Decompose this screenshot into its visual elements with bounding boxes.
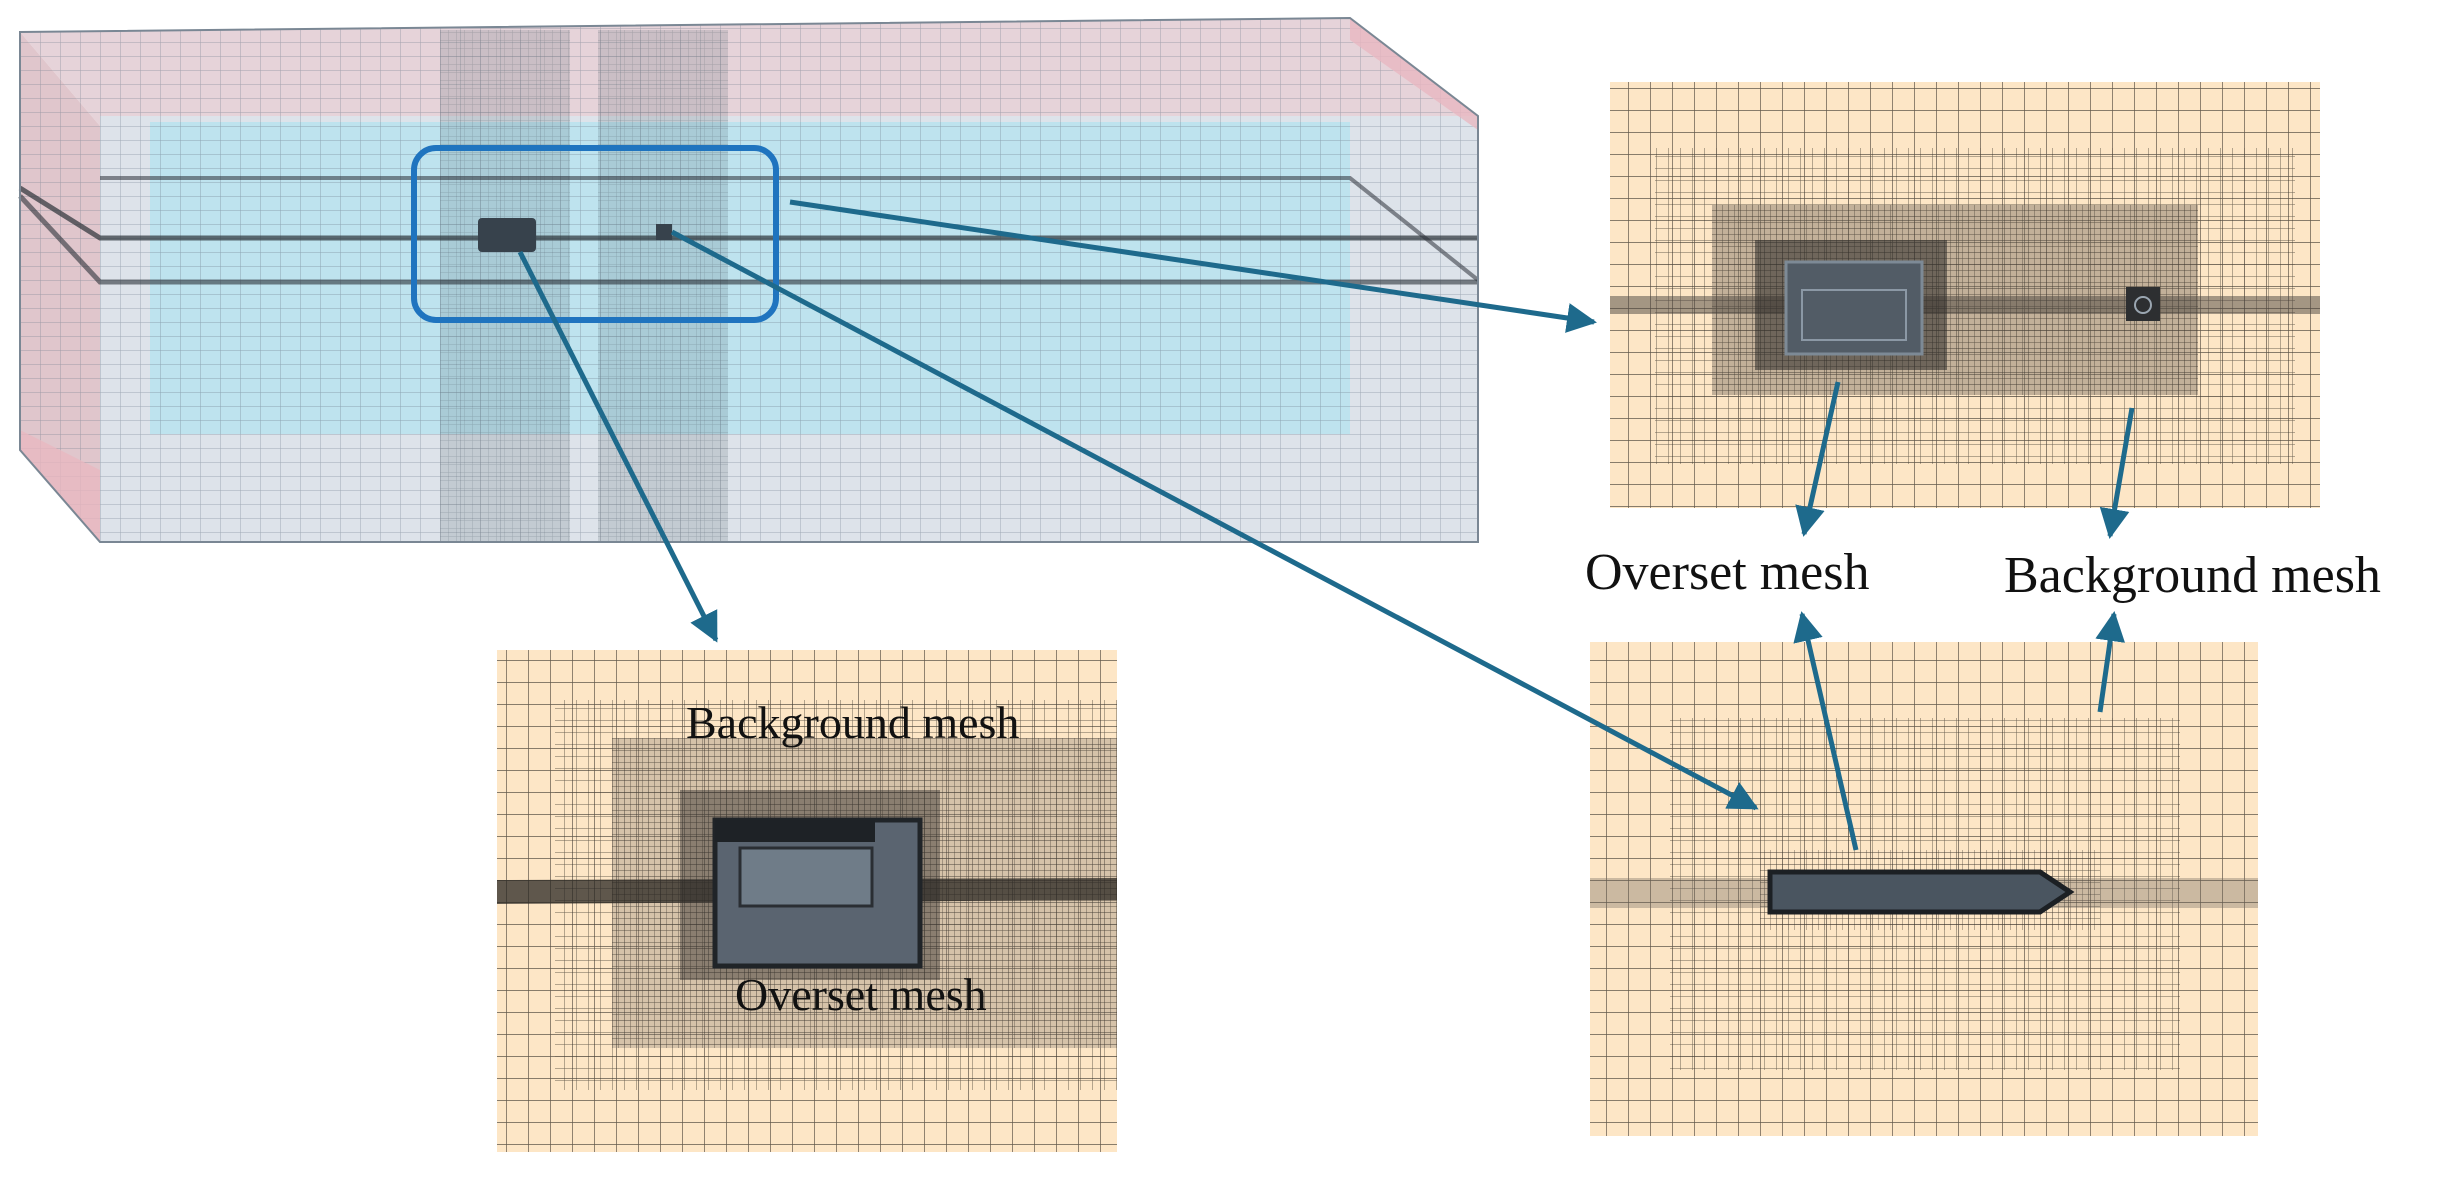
label-overset-mesh-top: Overset mesh bbox=[1585, 544, 1869, 601]
label-overset-mesh-bottom-left: Overset mesh bbox=[735, 969, 987, 1020]
arrow-background-bottom bbox=[2095, 611, 2126, 713]
arrow-to-bottom-right bbox=[670, 229, 1759, 811]
overset-body bbox=[1767, 869, 2075, 915]
mesh-slice-bottom-right bbox=[1590, 642, 2258, 1136]
domain-3d-view bbox=[18, 16, 1480, 543]
label-background-mesh-top: Background mesh bbox=[2004, 547, 2381, 604]
free-surface-band bbox=[1610, 296, 2320, 314]
arrow-to-top-right bbox=[789, 199, 1597, 333]
small-body bbox=[2126, 287, 2160, 321]
mesh-slice-bottom-left bbox=[497, 650, 1117, 1152]
arrow-overset-top bbox=[1795, 381, 1841, 537]
mesh-slice-top-right bbox=[1610, 82, 2320, 508]
connector-arrows bbox=[517, 199, 2135, 851]
arrow-overset-bottom bbox=[1793, 611, 1859, 851]
floating-body-3d bbox=[478, 218, 536, 252]
label-background-mesh-bottom-left: Background mesh bbox=[686, 697, 1019, 748]
small-body-3d bbox=[656, 224, 672, 240]
zoom-callout-box bbox=[411, 145, 779, 323]
arrow-to-bottom-left bbox=[517, 250, 719, 643]
arrow-background-top bbox=[2099, 407, 2135, 539]
overset-body bbox=[1784, 260, 1924, 356]
